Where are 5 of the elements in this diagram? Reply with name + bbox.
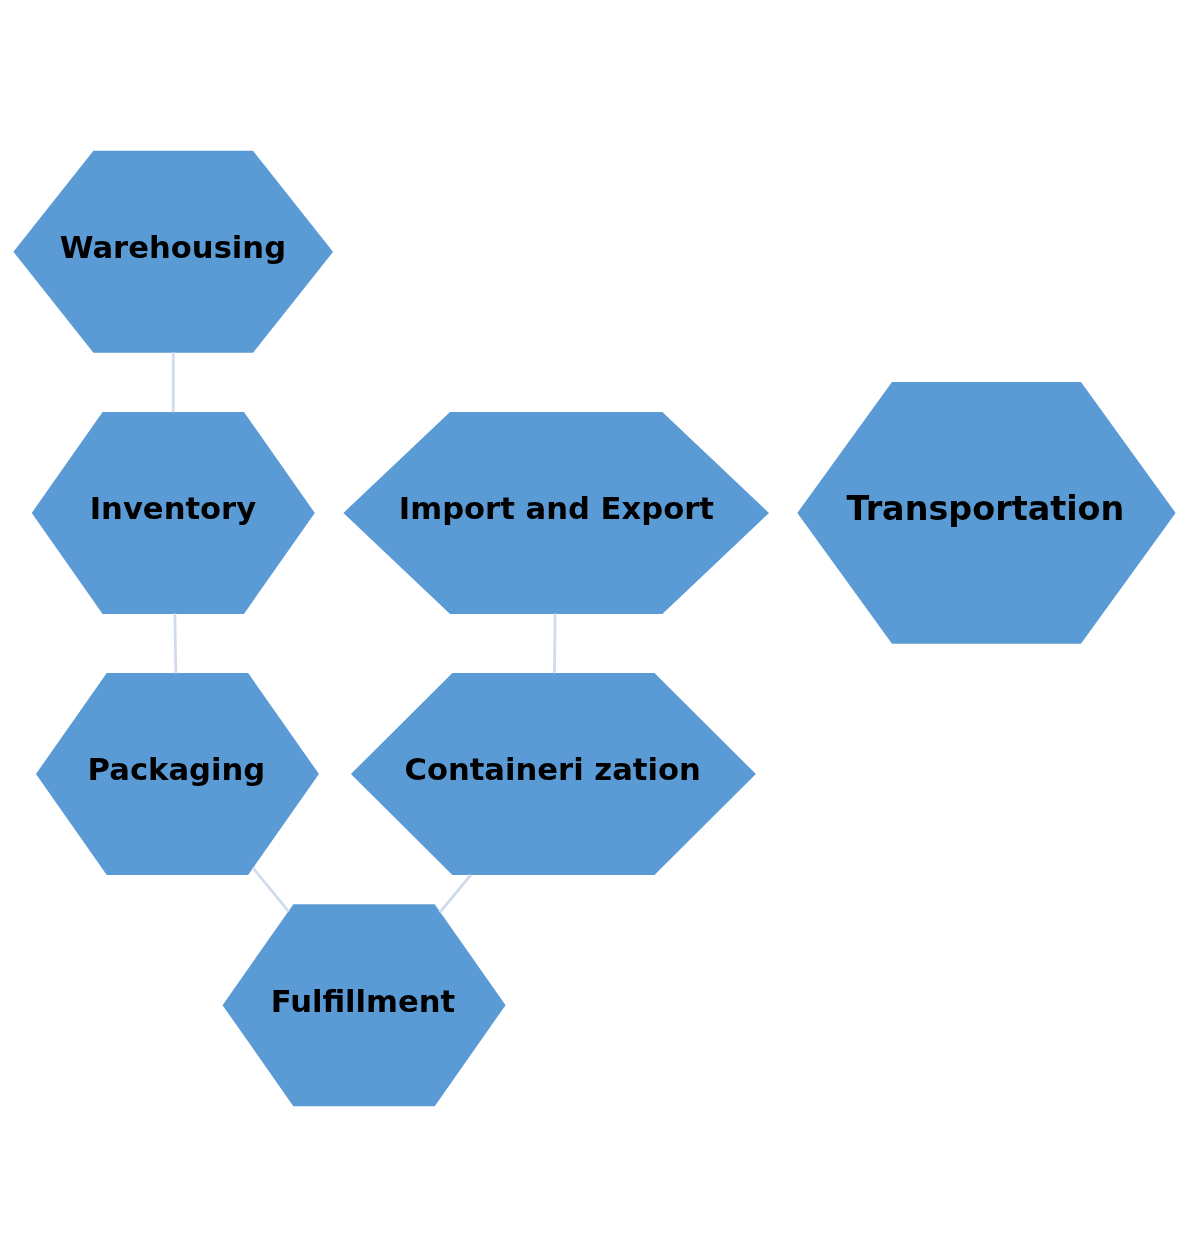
connector: [438, 874, 472, 914]
connector: [171, 352, 175, 413]
connector: [251, 866, 290, 913]
connector: [173, 613, 178, 674]
connector: [553, 613, 557, 674]
